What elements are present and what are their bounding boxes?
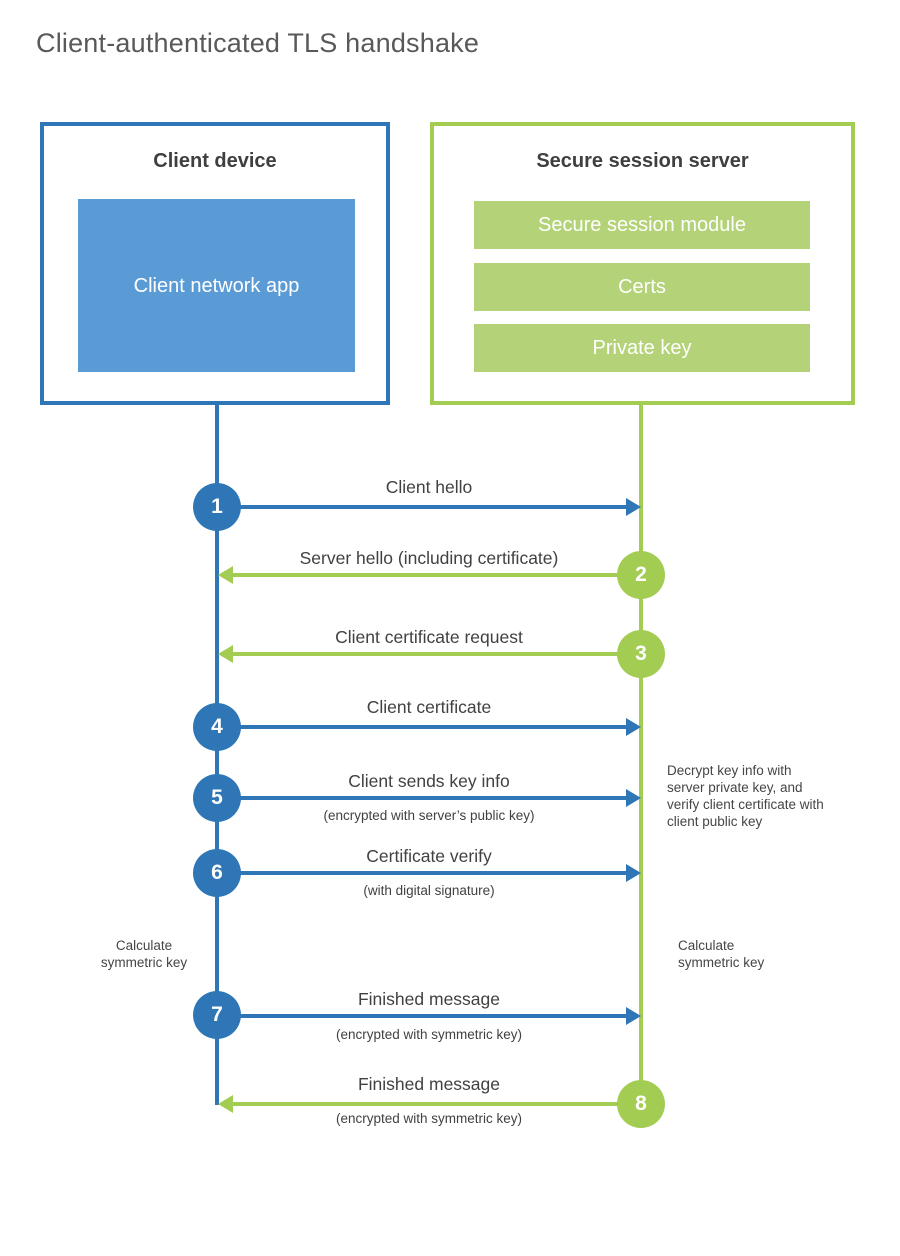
message-label: Client sends key info [348,771,510,791]
server-module-label: Secure session module [538,213,746,236]
server-lifeline [639,403,643,1104]
message-label: Client certificate request [335,627,523,647]
arrow-left-icon [218,566,233,584]
message-label: Certificate verify [366,846,492,866]
page-title: Client-authenticated TLS handshake [36,28,480,58]
arrow-right-icon [626,864,641,882]
message-sublabel: (encrypted with symmetric key) [335,1111,523,1126]
server-module-label: Private key [592,336,692,359]
server-module-secure-session: Secure session module [474,201,810,249]
arrow-line [217,725,627,729]
arrow-line [217,1014,627,1018]
message-sublabel: (encrypted with server’s public key) [323,808,535,823]
step-circle: 3 [617,630,665,678]
calculate-symmetric-key-note-client: Calculate symmetric key [100,938,188,970]
arrow-right-icon [626,789,641,807]
arrow-right-icon [626,498,641,516]
arrow-line [217,871,627,875]
step-circle: 1 [193,483,241,531]
arrow-right-icon [626,718,641,736]
step-circle: 8 [617,1080,665,1128]
arrow-line [232,1102,641,1106]
step-circle: 5 [193,774,241,822]
arrow-left-icon [218,1095,233,1113]
server-module-certs: Certs [474,263,810,311]
arrow-left-icon [218,645,233,663]
arrow-line [217,796,627,800]
message-label: Client hello [385,477,473,497]
step-circle: 7 [193,991,241,1039]
server-module-private-key: Private key [474,324,810,372]
client-device-title: Client device [153,150,277,172]
arrow-line [232,573,641,577]
step-circle: 6 [193,849,241,897]
step-circle: 4 [193,703,241,751]
calculate-symmetric-key-note-server: Calculate symmetric key [678,938,765,970]
client-lifeline [215,403,219,1105]
server-module-label: Certs [618,275,666,298]
client-network-app-label: Client network app [133,274,300,297]
message-label: Finished message [357,989,501,1009]
client-network-app-box: Client network app [78,199,355,372]
arrow-line [217,505,627,509]
message-label: Finished message [357,1074,501,1094]
step-circle: 2 [617,551,665,599]
decrypt-key-note: Decrypt key info with server private key… [667,763,824,829]
arrow-right-icon [626,1007,641,1025]
message-label: Server hello (including certificate) [299,548,559,568]
message-label: Client certificate [366,697,492,717]
message-sublabel: (encrypted with symmetric key) [335,1027,523,1042]
secure-session-server-title: Secure session server [536,150,749,172]
arrow-line [232,652,641,656]
message-sublabel: (with digital signature) [363,883,495,898]
